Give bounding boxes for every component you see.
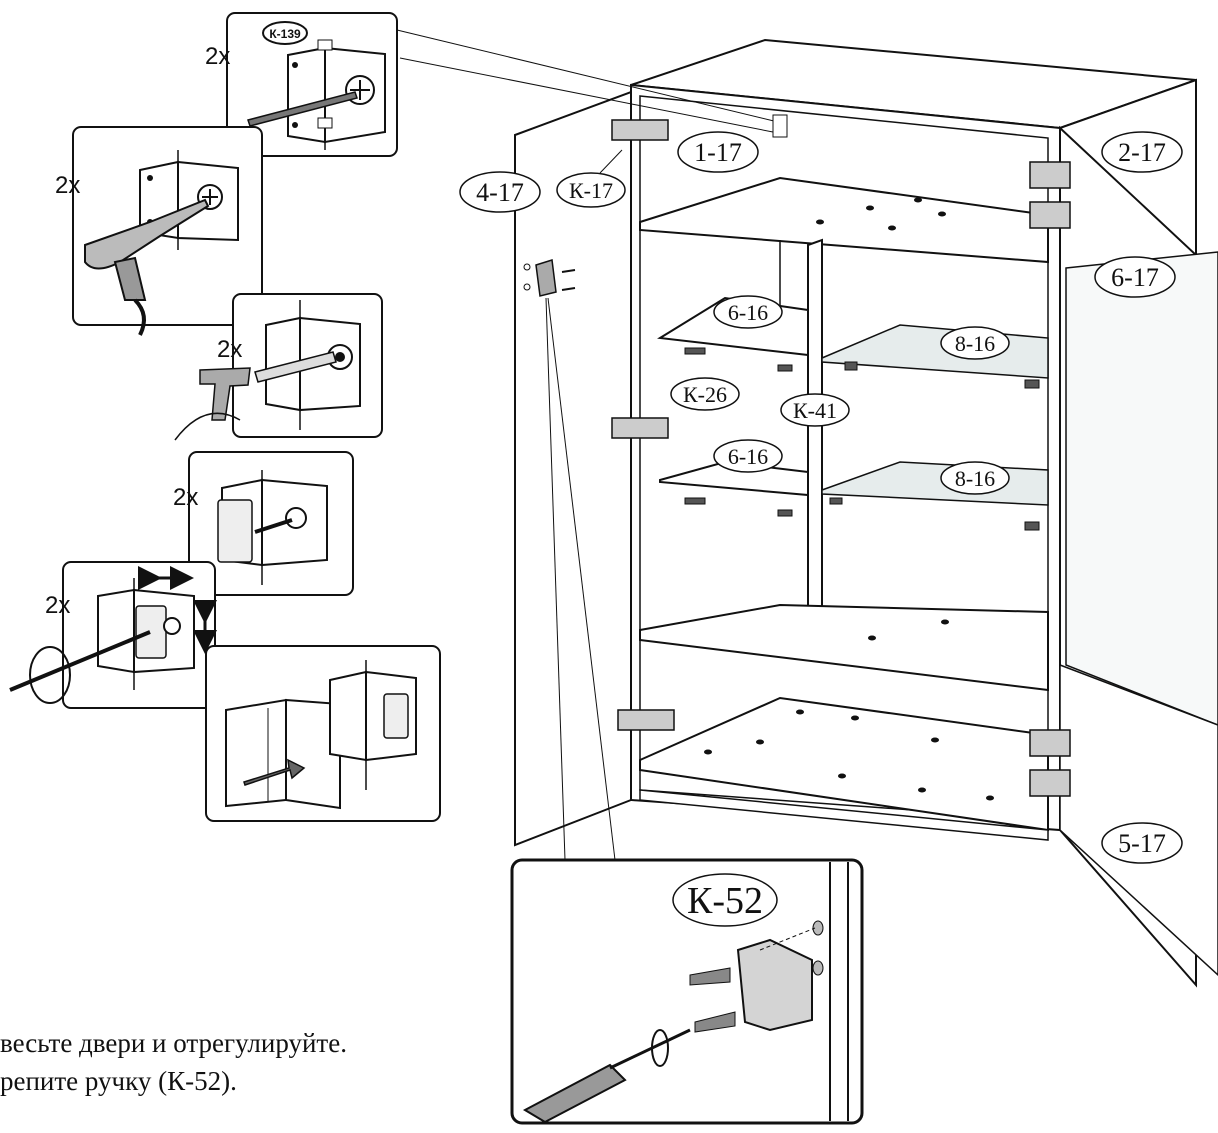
svg-text:1-17: 1-17 — [694, 138, 742, 167]
label-bottom-door: 5-17 — [1101, 822, 1183, 864]
instruction-line-1: весьте двери и отрегулируйте. — [0, 1028, 347, 1058]
label-glass-door: 6-17 — [1094, 256, 1176, 298]
svg-text:6-16: 6-16 — [728, 300, 768, 325]
step-4-multiplier: 2x — [173, 484, 198, 511]
step-panel-6 — [205, 645, 441, 822]
step-panel-4: 2x — [173, 451, 354, 596]
label-shelf-upper: 6-16 — [713, 295, 783, 329]
svg-text:8-16: 8-16 — [955, 466, 995, 491]
label-shelf-pin: К-26 — [670, 377, 740, 411]
step-panel-5: 2x — [9, 561, 217, 709]
label-shelf-lower: 6-16 — [713, 439, 783, 473]
label-glass-upper: 8-16 — [940, 326, 1010, 360]
step-5-multiplier: 2x — [45, 592, 70, 619]
step-panel-2: 2x — [55, 126, 263, 336]
instruction-line-2: репите ручку (К-52). — [0, 1066, 237, 1096]
label-left-door: 4-17 — [459, 171, 541, 213]
svg-text:5-17: 5-17 — [1118, 829, 1166, 858]
step-2-multiplier: 2x — [55, 172, 80, 199]
label-hinge: К-17 — [556, 149, 626, 208]
svg-text:К-41: К-41 — [793, 398, 837, 423]
svg-text:8-16: 8-16 — [955, 331, 995, 356]
step-panel-1: 2x К-139 — [205, 12, 398, 157]
label-top: 1-17 — [677, 131, 759, 173]
step-3-multiplier: 2x — [217, 336, 242, 363]
label-right-side: 2-17 — [1101, 131, 1183, 173]
svg-text:2-17: 2-17 — [1118, 138, 1166, 167]
svg-text:6-17: 6-17 — [1111, 263, 1159, 292]
handle-label: К-52 — [687, 880, 763, 922]
right-glass-doors — [1059, 125, 1218, 988]
label-glass-holder: К-41 — [780, 393, 850, 427]
step-1-multiplier: 2x — [205, 43, 230, 70]
hinges-right — [1029, 161, 1071, 797]
handle-detail-panel: К-52 — [510, 858, 864, 1125]
svg-text:4-17: 4-17 — [476, 178, 524, 207]
label-glass-lower: 8-16 — [940, 461, 1010, 495]
svg-text:К-26: К-26 — [683, 382, 727, 407]
step-panel-3: 2x — [174, 293, 383, 441]
step-1-part-code: К-139 — [269, 27, 301, 41]
left-door — [514, 90, 632, 847]
svg-text:6-16: 6-16 — [728, 444, 768, 469]
hinges-left — [611, 119, 675, 731]
svg-text:К-17: К-17 — [569, 178, 613, 203]
